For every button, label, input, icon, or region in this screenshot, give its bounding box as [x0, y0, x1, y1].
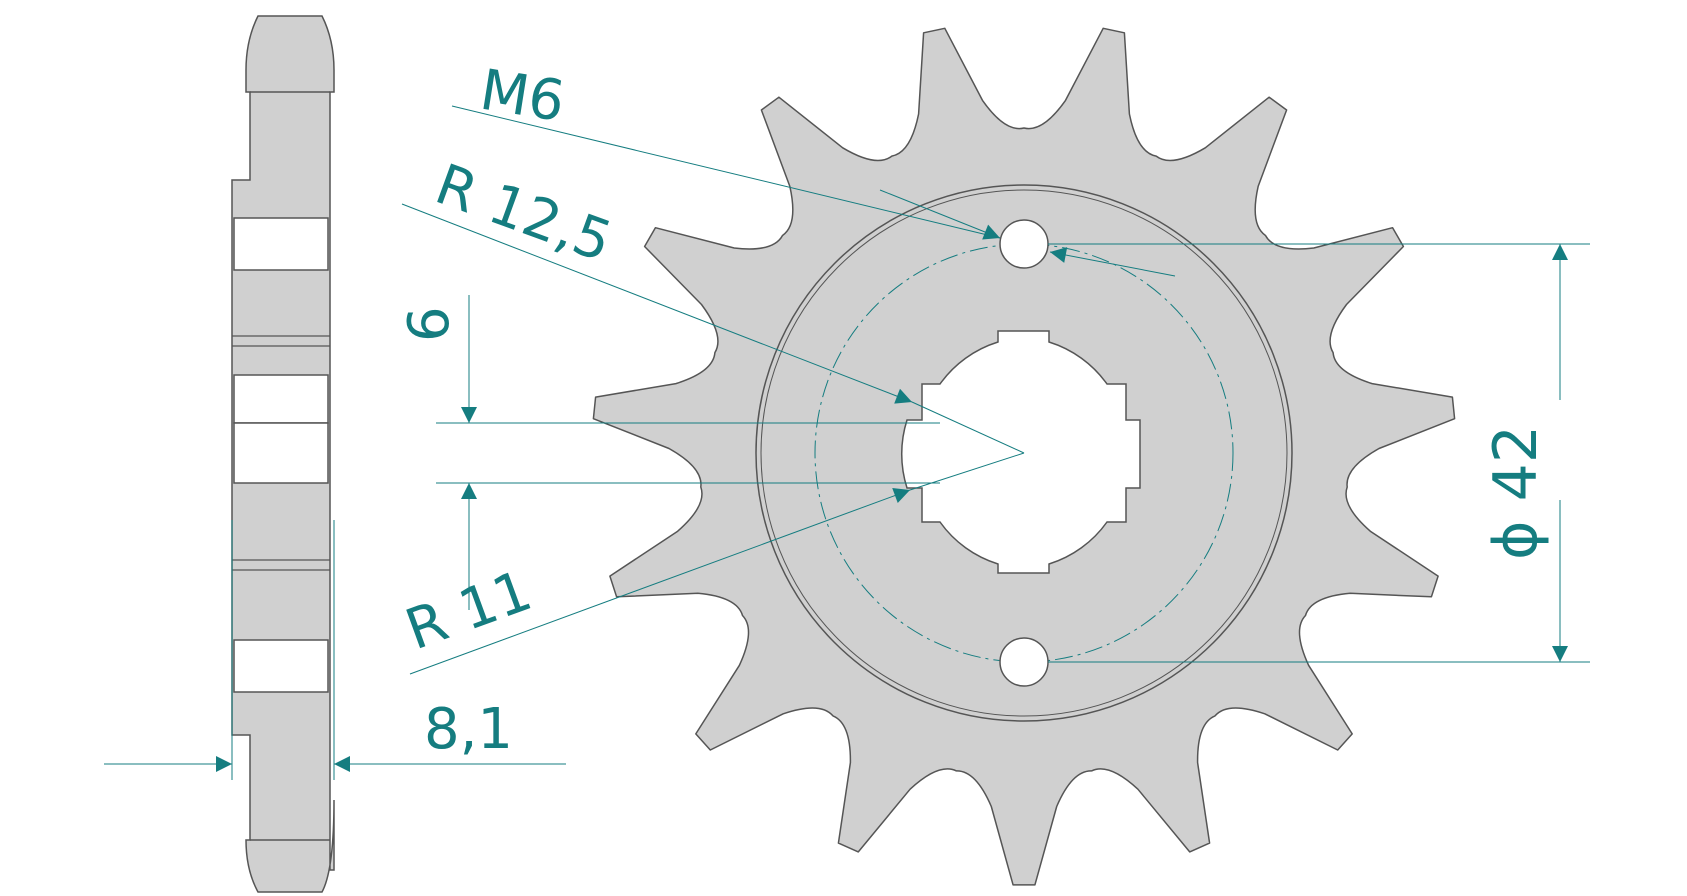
- hub-ring: [755, 184, 1293, 722]
- pitch-radius-label: R 12,5: [427, 152, 620, 275]
- front-view: [592, 27, 1456, 886]
- thread-label: M6: [476, 58, 569, 135]
- dimension-lines: [104, 105, 1590, 772]
- side-view-slot: [233, 639, 329, 693]
- hub-ring-inner: [760, 189, 1288, 717]
- bolt-circle-label: ϕ 42: [1481, 425, 1551, 560]
- side-view: [231, 15, 335, 893]
- side-view-slot: [233, 217, 329, 271]
- slot-width-label: 6: [397, 306, 462, 342]
- thickness-label: 8,1: [424, 697, 513, 762]
- bolt-hole-top: [999, 219, 1049, 269]
- side-view-slot: [233, 374, 329, 424]
- bolt-hole-bottom: [999, 637, 1049, 687]
- side-view-slot: [233, 422, 329, 484]
